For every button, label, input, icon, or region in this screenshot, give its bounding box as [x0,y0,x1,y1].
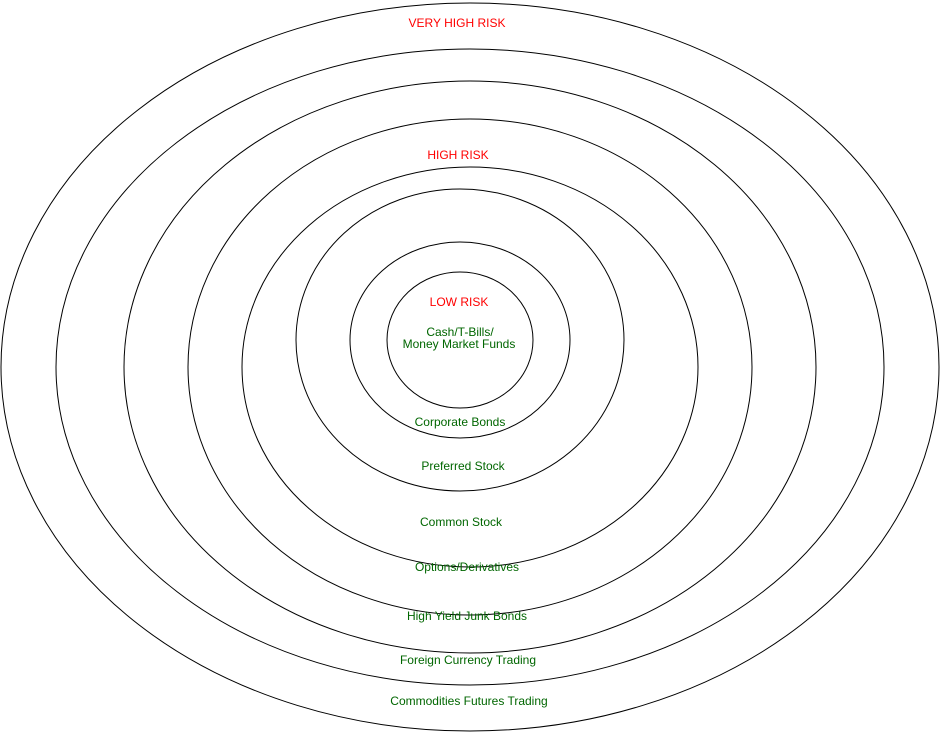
cash-tbills-label: Cash/T-Bills/ [426,325,494,339]
ring-foreign-currency [55,48,885,686]
options-derivatives-label: Options/Derivatives [415,560,519,574]
preferred-stock-label: Preferred Stock [421,459,505,473]
ring-preferred-stock [295,188,625,492]
ring-options-derivatives [187,118,753,616]
very-high-risk-label: VERY HIGH RISK [409,16,506,30]
money-market-funds-label: Money Market Funds [403,337,516,351]
low-risk-label: LOW RISK [430,295,489,309]
high-risk-label: HIGH RISK [427,148,488,162]
common-stock-label: Common Stock [420,515,503,529]
foreign-currency-trading-label: Foreign Currency Trading [400,653,536,667]
ring-high-yield-junk-bonds [123,80,817,654]
corporate-bonds-label: Corporate Bonds [415,415,506,429]
high-yield-junk-bonds-label: High Yield Junk Bonds [407,609,527,623]
ring-cash [386,271,534,409]
ring-corporate-bonds [349,241,571,439]
ring-common-stock [241,166,699,568]
commodities-futures-trading-label: Commodities Futures Trading [390,694,547,708]
